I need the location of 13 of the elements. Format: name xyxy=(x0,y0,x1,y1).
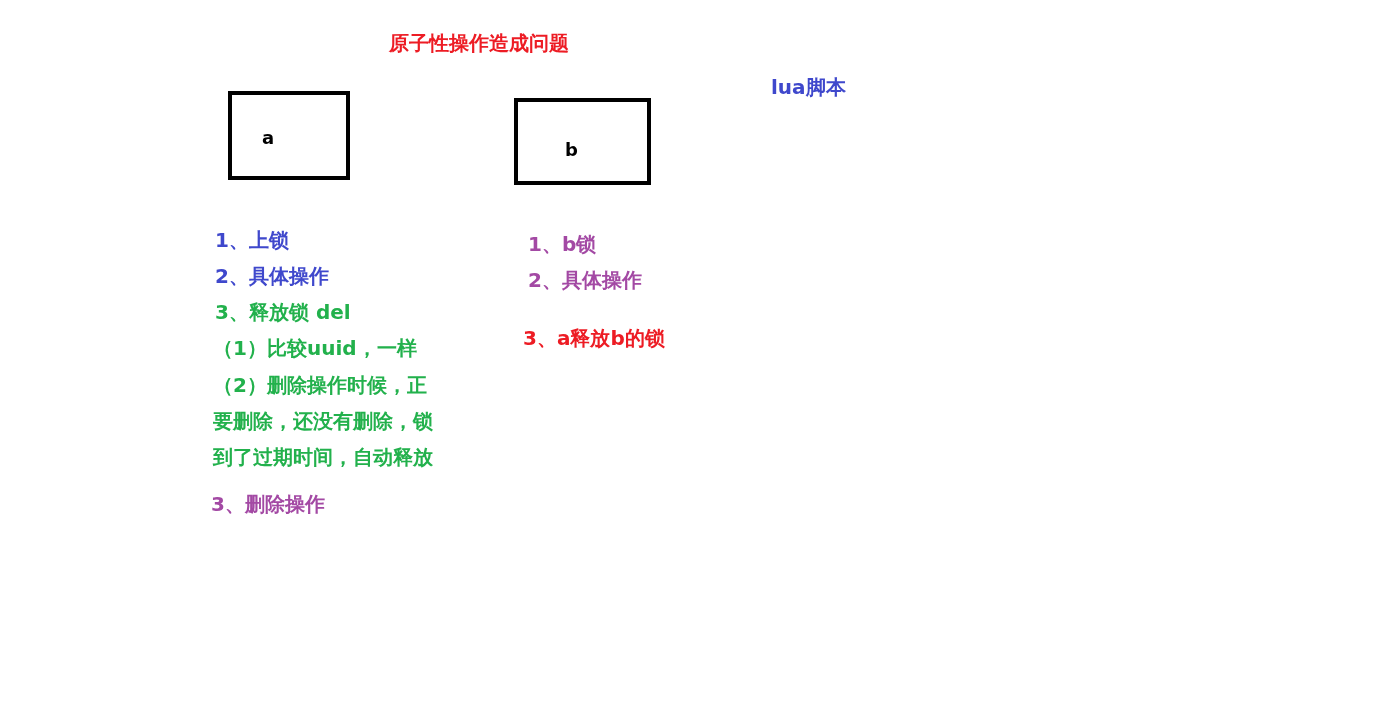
process-box: a xyxy=(228,91,350,180)
step-text: （2）删除操作时候，正要删除，还没有删除，锁到了过期时间，自动释放 xyxy=(213,372,434,471)
step-text: 1、b锁 xyxy=(528,231,597,258)
step-text: 1、上锁 xyxy=(215,227,289,254)
process-box: b xyxy=(514,98,651,185)
step-text: 3、删除操作 xyxy=(211,491,325,518)
step-text: 2、具体操作 xyxy=(528,267,642,294)
step-text: （1）比较uuid，一样 xyxy=(213,335,417,362)
title: 原子性操作造成问题 xyxy=(389,30,569,57)
step-text: 2、具体操作 xyxy=(215,263,329,290)
note-text: lua脚本 xyxy=(771,74,846,101)
step-text: 3、a释放b的锁 xyxy=(523,325,665,352)
step-text: 3、释放锁 del xyxy=(215,299,351,326)
